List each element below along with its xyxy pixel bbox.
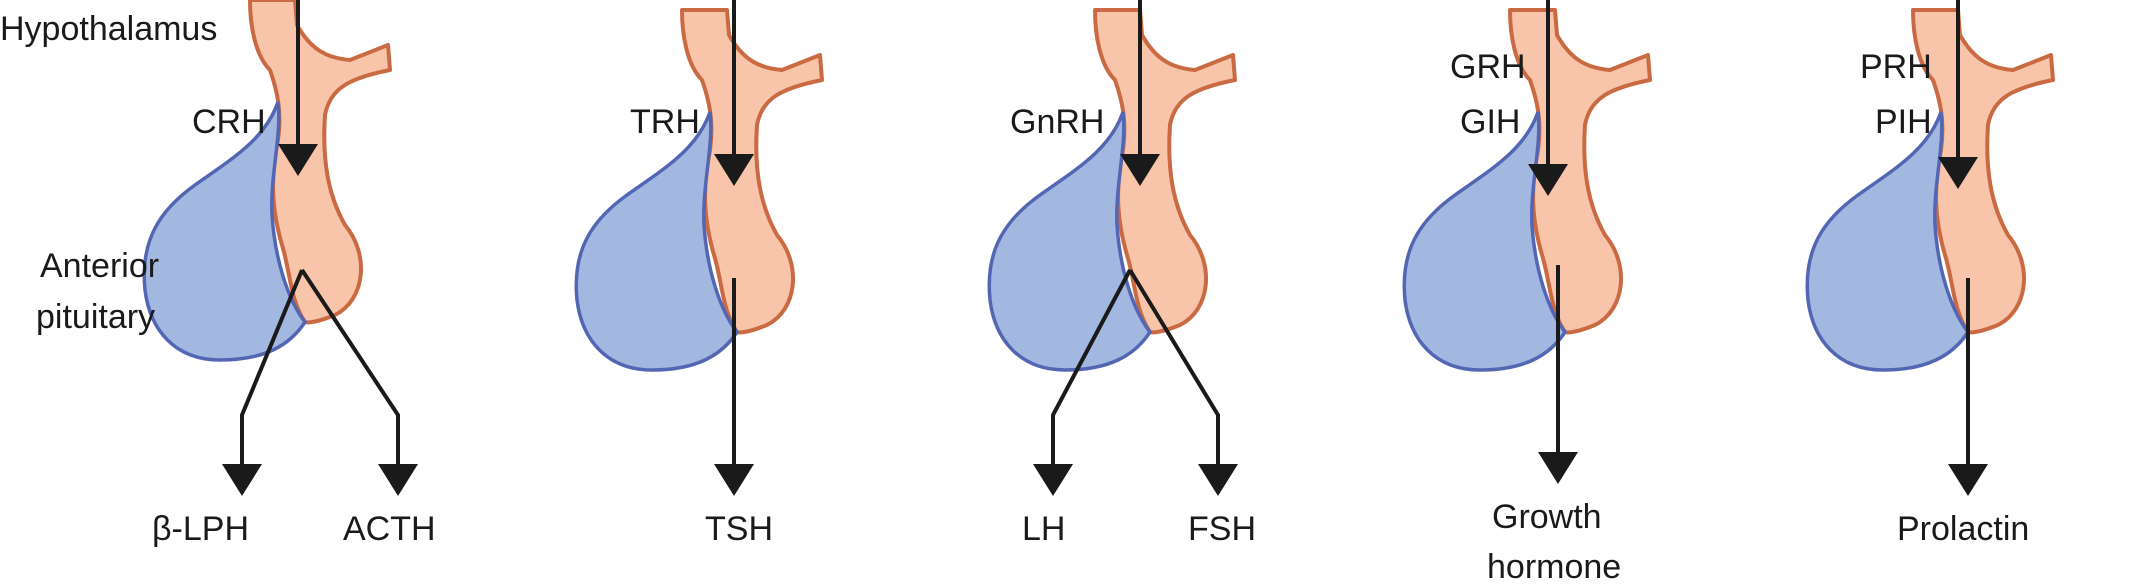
output-hormone-label: Prolactin (1897, 510, 2029, 548)
output-hormone-label: β-LPH (152, 510, 249, 548)
anterior-pituitary-label-line2: pituitary (36, 298, 155, 336)
axis-grh (1402, 0, 1652, 484)
releasing-hormone-label: PRH (1860, 48, 1932, 86)
releasing-hormone-label: GnRH (1010, 103, 1104, 141)
output-arrow-right (1128, 268, 1238, 496)
output-arrow-left (222, 269, 304, 496)
hypothalamus-label: Hypothalamus (0, 10, 217, 48)
axis-trh (574, 0, 824, 496)
output-hormone-label: TSH (705, 510, 773, 548)
releasing-hormone-label: GIH (1460, 103, 1520, 141)
output-arrow-right (300, 268, 418, 496)
output-hormone-label: ACTH (343, 510, 436, 548)
releasing-hormone-label: PIH (1875, 103, 1932, 141)
output-hormone-label: FSH (1188, 510, 1256, 548)
axis-prh (1805, 0, 2055, 496)
releasing-hormone-label: GRH (1450, 48, 1526, 86)
output-arrow-left (1033, 269, 1132, 496)
axis-crh (142, 0, 418, 496)
releasing-hormone-label: TRH (630, 103, 700, 141)
output-hormone-label: Growth (1492, 498, 1602, 536)
anterior-pituitary-label-line1: Anterior (40, 247, 159, 285)
output-hormone-label: LH (1022, 510, 1065, 548)
output-hormone-label: hormone (1487, 548, 1621, 586)
releasing-hormone-label: CRH (192, 103, 266, 141)
axis-gnrh (987, 0, 1238, 496)
